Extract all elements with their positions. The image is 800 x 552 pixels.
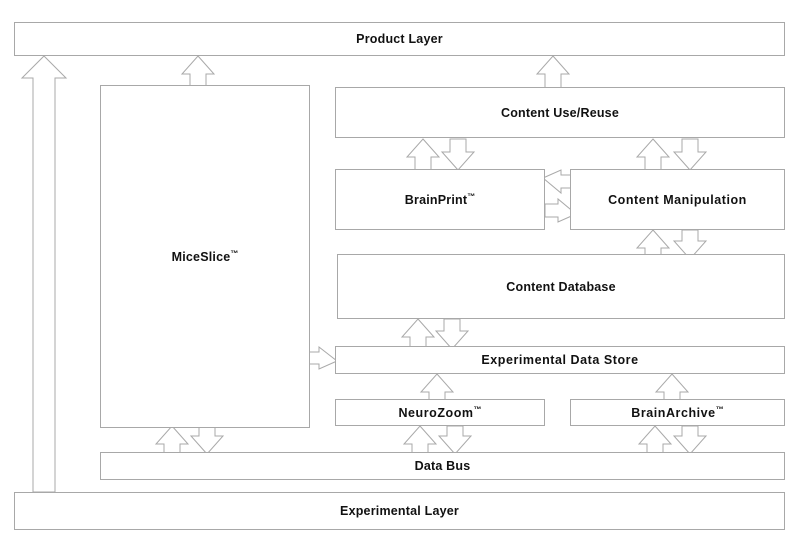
arrow-content-use-reuse-to-brainprint	[440, 138, 476, 171]
box-brainarchive[interactable]: BrainArchive™	[570, 399, 785, 426]
box-content-manipulation[interactable]: Content Manipulation	[570, 169, 785, 230]
box-experimental-layer[interactable]: Experimental Layer	[14, 492, 785, 530]
trademark-icon: ™	[230, 248, 239, 258]
box-brainprint[interactable]: BrainPrint™	[335, 169, 545, 230]
experimental-data-store-label: Experimental Data Store	[481, 353, 639, 367]
arrow-brainarchive-to-experimental-data-store	[654, 373, 690, 403]
box-miceslice[interactable]: MiceSlice™	[100, 85, 310, 428]
neurozoom-label: NeuroZoom™	[398, 405, 481, 420]
arrow-content-manipulation-to-content-use-reuse	[635, 138, 671, 171]
brainarchive-label-text: BrainArchive	[631, 406, 716, 421]
content-use-reuse-label: Content Use/Reuse	[500, 105, 619, 120]
product-layer-label: Product Layer	[356, 32, 443, 46]
arrow-content-database-to-experimental-data-store	[434, 318, 470, 350]
arrow-data-bus-to-brainarchive	[637, 425, 673, 455]
arrow-neurozoom-to-data-bus	[437, 425, 473, 455]
arrow-neurozoom-to-experimental-data-store	[419, 373, 455, 403]
box-product-layer[interactable]: Product Layer	[14, 22, 785, 56]
box-experimental-data-store[interactable]: Experimental Data Store	[335, 346, 785, 374]
arrow-brainprint-to-content-use-reuse	[405, 138, 441, 171]
experimental-layer-label: Experimental Layer	[340, 504, 459, 518]
miceslice-label: MiceSlice™	[172, 249, 239, 264]
arrow-experimental-layer-to-product-layer	[20, 55, 68, 493]
box-neurozoom[interactable]: NeuroZoom™	[335, 399, 545, 426]
arrow-miceslice-to-data-bus	[189, 425, 225, 455]
trademark-icon: ™	[715, 404, 724, 414]
arrow-data-bus-to-neurozoom	[402, 425, 438, 455]
content-database-label: Content Database	[506, 279, 616, 294]
arrow-brainarchive-to-data-bus	[672, 425, 708, 455]
neurozoom-label-text: NeuroZoom	[398, 406, 474, 421]
content-manipulation-label: Content Manipulation	[608, 192, 747, 207]
brainarchive-label: BrainArchive™	[631, 405, 723, 420]
miceslice-label-text: MiceSlice	[171, 250, 231, 265]
brainprint-label-text: BrainPrint	[404, 193, 468, 208]
box-content-database[interactable]: Content Database	[337, 254, 785, 319]
arrow-content-use-reuse-to-product-layer	[535, 55, 571, 91]
trademark-icon: ™	[467, 191, 476, 201]
trademark-icon: ™	[473, 404, 482, 414]
arrow-data-bus-to-miceslice	[154, 425, 190, 455]
arrow-experimental-data-store-to-content-database	[400, 318, 436, 350]
arrow-content-use-reuse-to-content-manipulation	[672, 138, 708, 171]
data-bus-label: Data Bus	[414, 459, 471, 473]
box-content-use-reuse[interactable]: Content Use/Reuse	[335, 87, 785, 138]
box-data-bus[interactable]: Data Bus	[100, 452, 785, 480]
brainprint-label: BrainPrint™	[405, 192, 475, 207]
